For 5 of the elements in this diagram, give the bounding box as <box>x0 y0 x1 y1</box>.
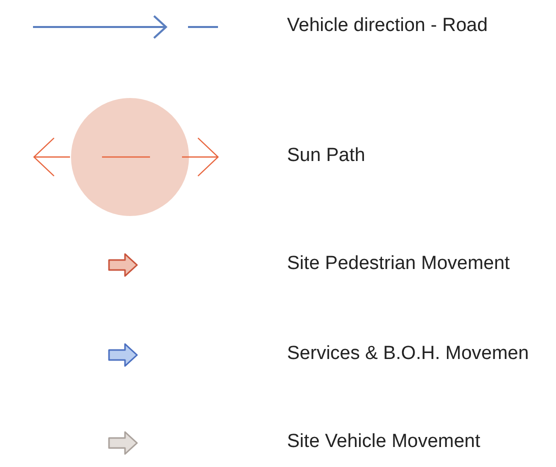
legend-label: Services & B.O.H. Movemen <box>287 343 529 365</box>
legend-label: Site Pedestrian Movement <box>287 253 510 275</box>
legend-label: Sun Path <box>287 145 366 167</box>
legend-label: Vehicle direction - Road <box>287 15 488 37</box>
legend-label: Site Vehicle Movement <box>287 431 480 453</box>
